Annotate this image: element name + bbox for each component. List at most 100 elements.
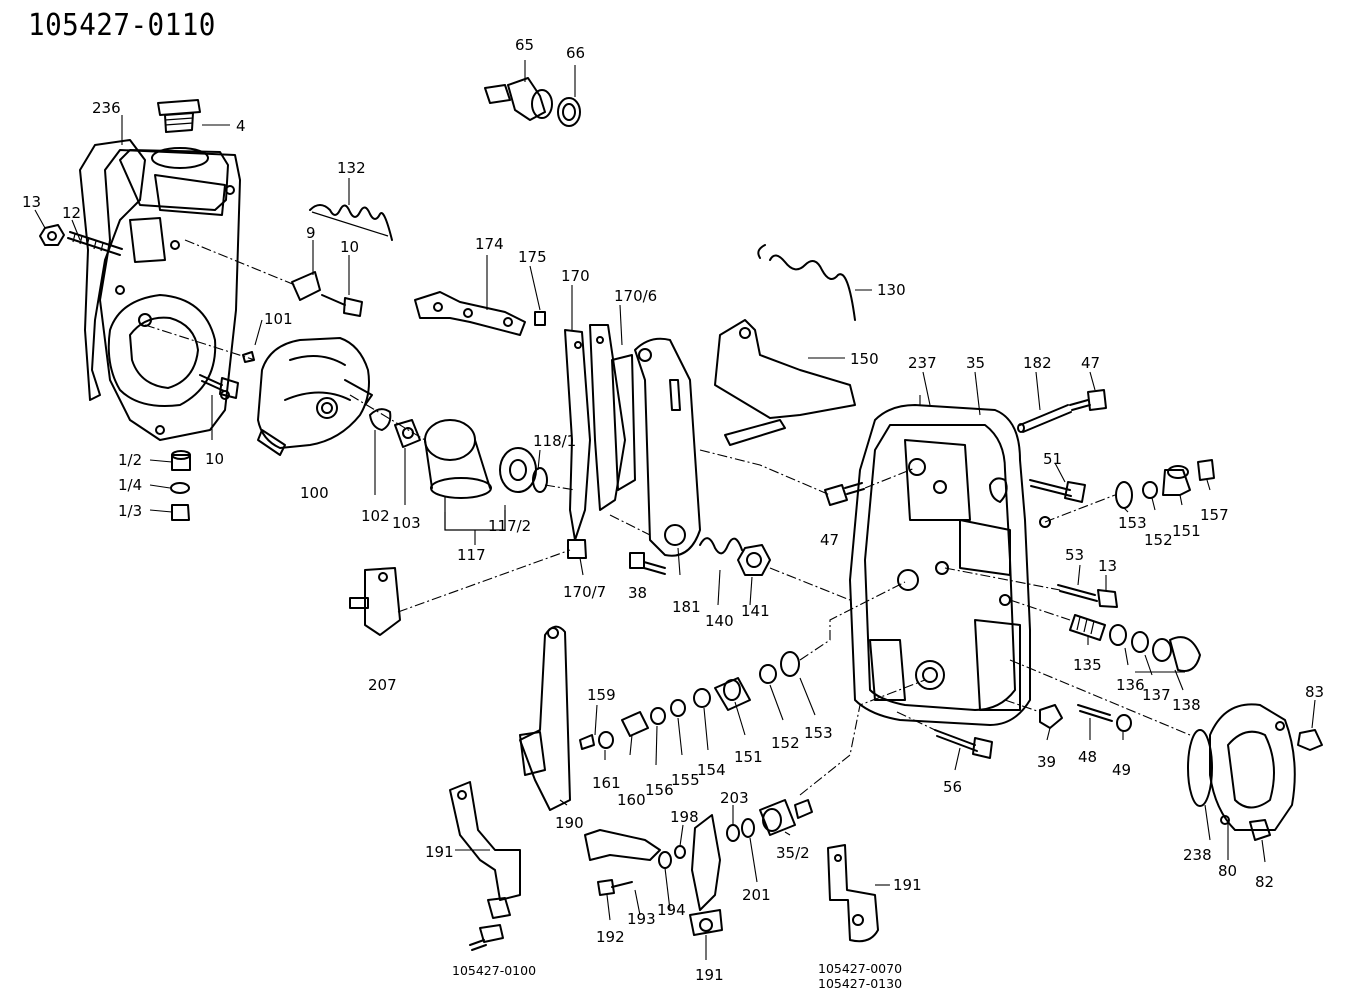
cover-80 bbox=[1187, 703, 1323, 841]
label-203: 203 bbox=[720, 789, 749, 807]
label-150: 150 bbox=[850, 350, 879, 368]
lever-170 bbox=[564, 324, 636, 559]
label-65: 65 bbox=[515, 36, 534, 54]
label-82: 82 bbox=[1255, 873, 1274, 891]
label-170-7: 170/7 bbox=[563, 583, 606, 601]
bolt-56 bbox=[934, 729, 993, 759]
label-170: 170 bbox=[561, 267, 590, 285]
label-198: 198 bbox=[670, 808, 699, 826]
spring-130-lever-150 bbox=[714, 244, 856, 446]
spring-132 bbox=[309, 204, 393, 241]
label-155: 155 bbox=[671, 771, 700, 789]
lever-181 bbox=[634, 337, 701, 557]
label-101: 101 bbox=[264, 310, 293, 328]
label-47: 47 bbox=[1081, 354, 1100, 372]
bracket-191-left bbox=[449, 781, 521, 951]
leader-lines bbox=[34, 60, 1316, 960]
lever-190 bbox=[519, 625, 595, 811]
variant-captions: 105427-0100 105427-0070 105427-0130 bbox=[452, 961, 902, 991]
parts-135-138 bbox=[1069, 614, 1201, 672]
label-201: 201 bbox=[742, 886, 771, 904]
label-175: 175 bbox=[518, 248, 547, 266]
label-157: 157 bbox=[1200, 506, 1229, 524]
label-236: 236 bbox=[92, 99, 121, 117]
bracket-9 bbox=[291, 271, 363, 317]
part-labels: 65 66 236 4 13 12 132 9 10 174 175 170 1… bbox=[22, 36, 1324, 984]
label-170-6: 170/6 bbox=[614, 287, 657, 305]
label-1-3: 1/3 bbox=[118, 502, 142, 520]
label-160: 160 bbox=[617, 791, 646, 809]
label-53: 53 bbox=[1065, 546, 1084, 564]
label-130: 130 bbox=[877, 281, 906, 299]
parts-48-49-39 bbox=[1039, 704, 1132, 732]
block-207 bbox=[349, 567, 401, 636]
label-103: 103 bbox=[392, 514, 421, 532]
label-152: 152 bbox=[1144, 531, 1173, 549]
label-1-2: 1/2 bbox=[118, 451, 142, 469]
label-102: 102 bbox=[361, 507, 390, 525]
caption-105427-0130: 105427-0130 bbox=[818, 976, 902, 991]
parts-65-66 bbox=[484, 77, 581, 127]
bracket-193-assembly bbox=[584, 814, 723, 936]
spring-140-nut-141 bbox=[629, 537, 771, 576]
label-192: 192 bbox=[596, 928, 625, 946]
plug-4 bbox=[157, 99, 201, 133]
label-151: 151 bbox=[1172, 522, 1201, 540]
bolt-47b bbox=[824, 482, 865, 506]
label-51: 51 bbox=[1043, 450, 1062, 468]
label-132: 132 bbox=[337, 159, 366, 177]
label-207: 207 bbox=[368, 676, 397, 694]
label-35: 35 bbox=[966, 354, 985, 372]
label-181: 181 bbox=[672, 598, 701, 616]
flyweight-100 bbox=[257, 337, 373, 456]
label-237: 237 bbox=[908, 354, 937, 372]
label-182: 182 bbox=[1023, 354, 1052, 372]
parts-102-103 bbox=[369, 408, 421, 448]
label-138: 138 bbox=[1172, 696, 1201, 714]
label-49: 49 bbox=[1112, 761, 1131, 779]
label-35-2: 35/2 bbox=[776, 844, 810, 862]
label-10: 10 bbox=[340, 238, 359, 256]
label-152b: 152 bbox=[771, 734, 800, 752]
bolt-10 bbox=[199, 374, 239, 399]
label-151b: 151 bbox=[734, 748, 763, 766]
label-137: 137 bbox=[1142, 686, 1171, 704]
label-159: 159 bbox=[587, 686, 616, 704]
label-47b: 47 bbox=[820, 531, 839, 549]
label-136: 136 bbox=[1116, 676, 1145, 694]
label-191-bottom: 191 bbox=[695, 966, 724, 984]
main-housing-35 bbox=[849, 404, 1051, 726]
label-13b: 13 bbox=[1098, 557, 1117, 575]
label-118-1: 118/1 bbox=[533, 432, 576, 450]
label-117: 117 bbox=[457, 546, 486, 564]
sleeve-117 bbox=[424, 419, 548, 531]
parts-35-2 bbox=[726, 799, 813, 842]
caption-105427-0100: 105427-0100 bbox=[452, 963, 536, 978]
parts-161-151 bbox=[598, 651, 800, 749]
governor-housing bbox=[79, 139, 241, 441]
label-135: 135 bbox=[1073, 656, 1102, 674]
label-193: 193 bbox=[627, 910, 656, 928]
diagram-title: 105427-0110 bbox=[28, 8, 216, 43]
label-13: 13 bbox=[22, 193, 41, 211]
label-190: 190 bbox=[555, 814, 584, 832]
label-153b: 153 bbox=[804, 724, 833, 742]
label-10b: 10 bbox=[205, 450, 224, 468]
label-161: 161 bbox=[592, 774, 621, 792]
label-4: 4 bbox=[236, 117, 246, 135]
label-80: 80 bbox=[1218, 862, 1237, 880]
label-83: 83 bbox=[1305, 683, 1324, 701]
label-191-left: 191 bbox=[425, 843, 454, 861]
label-38: 38 bbox=[628, 584, 647, 602]
label-194: 194 bbox=[657, 901, 686, 919]
bolt-53-nut-13 bbox=[1057, 584, 1118, 608]
label-156: 156 bbox=[645, 781, 674, 799]
label-154: 154 bbox=[697, 761, 726, 779]
label-141: 141 bbox=[741, 602, 770, 620]
label-174: 174 bbox=[475, 235, 504, 253]
label-48: 48 bbox=[1078, 748, 1097, 766]
nut-13-bolt-12 bbox=[39, 224, 123, 256]
caption-105427-0070: 105427-0070 bbox=[818, 961, 902, 976]
label-9: 9 bbox=[306, 224, 316, 242]
